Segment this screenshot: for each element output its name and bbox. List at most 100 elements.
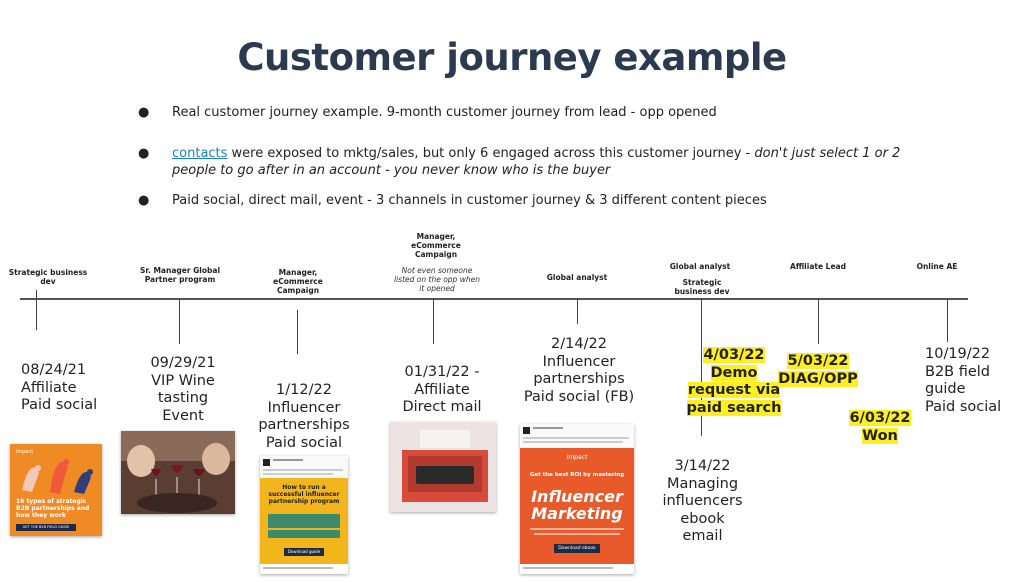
event-line: partnerships	[533, 371, 625, 387]
timeline-tick	[947, 298, 948, 342]
ad-meta-line	[523, 441, 623, 443]
event-line: Paid social (FB)	[523, 388, 635, 405]
milestone-date: 5/03/22	[787, 353, 849, 369]
ad-big-title: Influencer Marketing	[520, 488, 634, 522]
timeline-tick	[297, 310, 298, 354]
role-label: Global analyst	[546, 273, 608, 282]
ad-meta-line	[523, 437, 629, 439]
timeline-tick	[577, 298, 578, 324]
ad-meta-line	[263, 473, 333, 475]
bullet-text-italic: don't just select 1 or 2 people to go af…	[172, 146, 901, 178]
ad-headline: How to run a successful influencer partn…	[268, 484, 340, 505]
role-label: Sr. Manager Global Partner program	[139, 266, 221, 284]
ad-headline: 16 types of strategic B2B partnerships a…	[16, 498, 90, 519]
wheel-board-icon	[268, 530, 340, 538]
ad-headline: Get the best ROI by mastering	[529, 472, 625, 478]
timeline-tick	[179, 298, 180, 344]
ad-cta-button[interactable]: Download guide	[284, 548, 324, 556]
event-line: Influencer	[542, 353, 616, 370]
event-line: Paid social	[21, 397, 98, 413]
bullet-dot-icon: ●	[138, 193, 150, 208]
birds-illustration-icon	[22, 459, 93, 494]
event-8: 10/19/22 B2B field guide Paid social	[925, 346, 1021, 416]
bullet-text: Real customer journey example. 9-month c…	[172, 105, 717, 120]
role-label: Manager, eCommerce Campaign	[411, 232, 461, 259]
bullet-dot-icon: ●	[138, 146, 150, 161]
ad-big-title-line: Influencer	[531, 487, 623, 506]
milestone-demo-request: 4/03/22 Demo request via paid search	[680, 347, 788, 417]
role-label: Strategic business dev	[674, 278, 730, 296]
ad-body-line	[530, 528, 624, 530]
milestone-line: paid search	[686, 399, 782, 416]
event-date: 2/14/22	[551, 336, 607, 352]
event-line: ebook	[680, 510, 725, 527]
bullet-text-part: were exposed to mktg/sales, but only 6 e…	[227, 146, 755, 161]
ad-body: impact Get the best ROI by mastering Inf…	[520, 448, 634, 564]
role-label: Strategic business dev	[8, 268, 88, 286]
photo-direct-mail-box	[390, 422, 496, 512]
milestone-date: 6/03/22	[849, 410, 911, 426]
contacts-link[interactable]: contacts	[172, 146, 228, 161]
timeline-tick	[818, 298, 819, 344]
timeline-tick	[36, 290, 37, 330]
ad-card-b2b-partnerships: impact 16 types of strategic B2B partner…	[10, 444, 102, 536]
event-line: partnerships	[258, 417, 350, 433]
bullet-dot-icon: ●	[138, 105, 150, 120]
event-line: VIP Wine	[151, 372, 215, 389]
event-line: Direct mail	[402, 399, 482, 415]
event-line: Managing	[666, 475, 739, 492]
ad-body: How to run a successful influencer partn…	[260, 478, 348, 564]
event-line: Affiliate	[414, 381, 470, 398]
ad-body-line	[534, 533, 620, 535]
ad-card-influencer-marketing: impact Get the best ROI by mastering Inf…	[520, 424, 634, 574]
event-date: 09/29/21	[150, 355, 216, 371]
bullet-text: contacts were exposed to mktg/sales, but…	[172, 145, 932, 179]
ad-footer-line	[263, 567, 333, 569]
timeline-axis	[20, 298, 968, 300]
event-line: guide	[925, 381, 966, 397]
event-date: 3/14/22	[674, 458, 731, 474]
ad-header	[260, 456, 348, 478]
ad-meta-line	[273, 459, 303, 461]
role-label: Affiliate Lead	[790, 262, 846, 271]
wheel-board-icon	[268, 514, 340, 528]
milestone-diag-opp: 5/03/22 DIAG/OPP	[772, 353, 864, 388]
event-line: Paid social	[925, 398, 1002, 415]
event-date: 08/24/21	[21, 362, 87, 378]
ad-meta-line	[533, 427, 563, 429]
mail-box-photo-icon	[390, 422, 496, 512]
milestone-line: DIAG/OPP	[778, 370, 858, 387]
brand-label: impact	[16, 449, 34, 455]
milestone-line: Won	[862, 427, 898, 444]
ad-cta-button[interactable]: Download ebook	[554, 544, 600, 553]
role-label: Online AE	[916, 262, 958, 271]
event-4: 01/31/22 - Affiliate Direct mail	[383, 364, 501, 417]
event-line: B2B field	[925, 363, 991, 380]
event-line: Event	[162, 407, 204, 424]
event-line: tasting	[157, 390, 209, 406]
ad-card-influencer-program: How to run a successful influencer partn…	[260, 456, 348, 574]
ad-cta-button[interactable]: GET THE B2B FIELD GUIDE	[16, 524, 76, 531]
event-5: 2/14/22 Influencer partnerships Paid soc…	[514, 336, 644, 406]
ad-footer-line	[523, 567, 613, 569]
milestone-won: 6/03/22 Won	[840, 410, 920, 445]
ad-big-title-line: Marketing	[531, 504, 623, 523]
event-date: 01/31/22 -	[404, 364, 480, 380]
event-2: 09/29/21 VIP Wine tasting Event	[128, 355, 238, 425]
event-line: Influencer	[267, 399, 341, 416]
event-line: Affiliate	[21, 379, 77, 396]
milestone-line: Demo	[710, 364, 758, 381]
ad-meta-line	[263, 469, 343, 471]
event-line: email	[682, 528, 723, 544]
event-line: influencers	[662, 493, 743, 509]
event-6: 3/14/22 Managing influencers ebook email	[650, 458, 755, 546]
bullet-text: Paid social, direct mail, event - 3 chan…	[172, 193, 767, 208]
event-date: 1/12/22	[276, 382, 332, 398]
ad-header	[520, 424, 634, 448]
milestone-line: request via	[687, 382, 781, 398]
event-3: 1/12/22 Influencer partnerships Paid soc…	[245, 382, 363, 452]
brand-logo-icon	[523, 427, 530, 434]
timeline-tick	[433, 298, 434, 344]
event-line: Paid social	[265, 434, 343, 451]
brand-logo-icon	[263, 459, 270, 466]
